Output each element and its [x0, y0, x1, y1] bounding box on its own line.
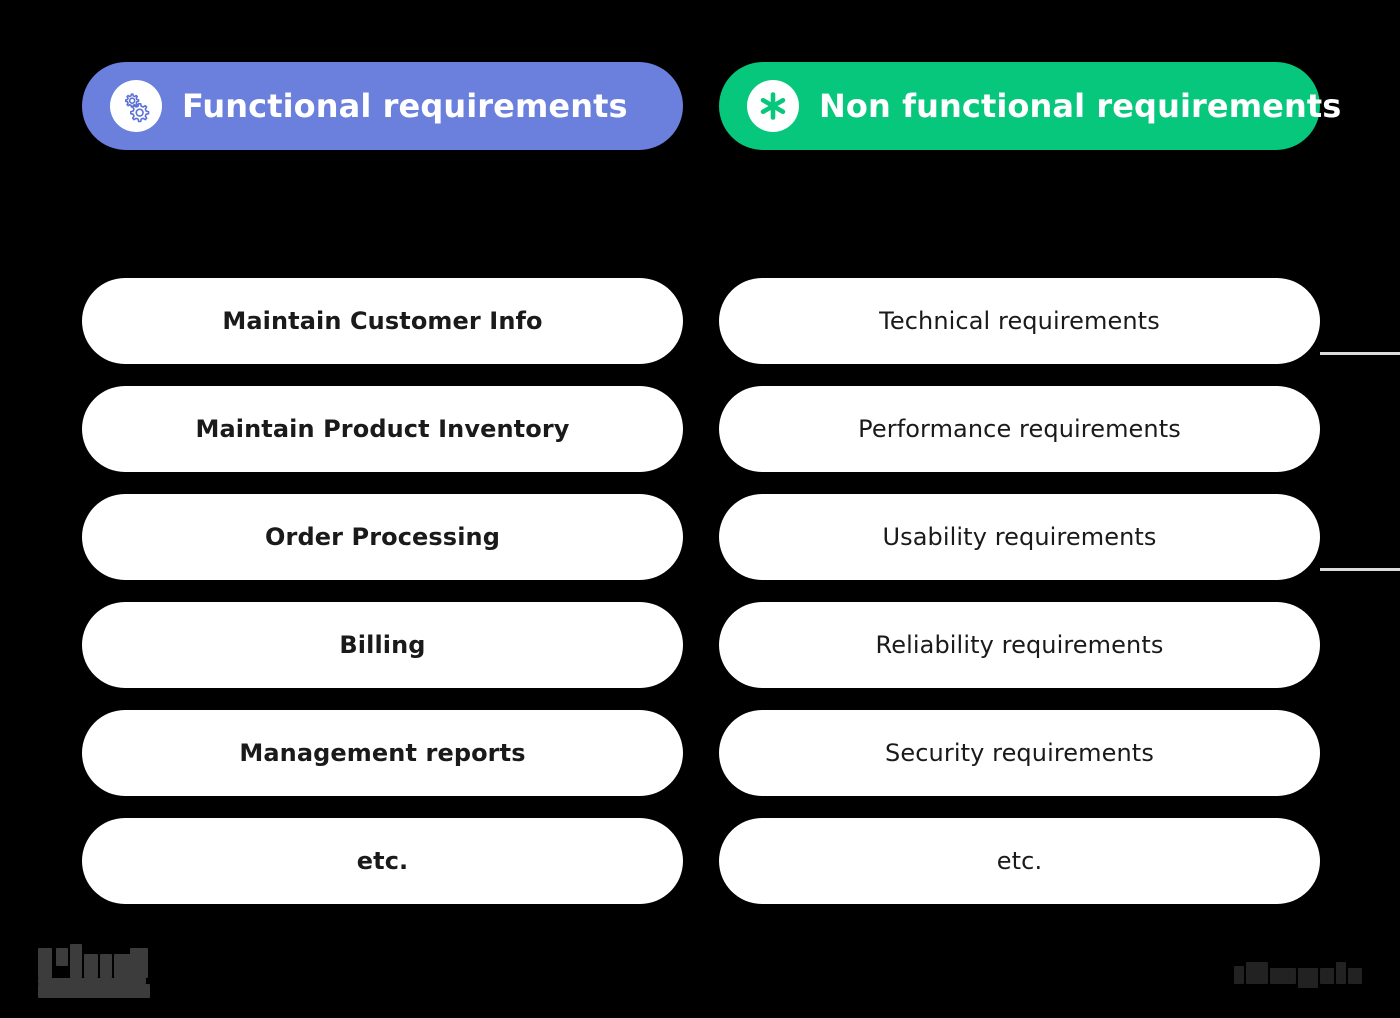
header-non-functional-requirements[interactable]: Non functional requirements [719, 62, 1341, 150]
list-item[interactable]: etc. [82, 818, 683, 904]
non-functional-requirement-list: Technical requirements Performance requi… [719, 278, 1320, 904]
list-item[interactable]: Order Processing [82, 494, 683, 580]
column-functional-requirements: Functional requirements Maintain Custome… [82, 62, 683, 904]
column-spacer [82, 150, 683, 278]
list-item-label: Management reports [239, 739, 526, 767]
list-item[interactable]: Billing [82, 602, 683, 688]
list-item[interactable]: Maintain Product Inventory [82, 386, 683, 472]
list-item-label: Billing [339, 631, 426, 659]
list-item-label: Security requirements [885, 739, 1154, 767]
list-item-label: Reliability requirements [875, 631, 1164, 659]
requirements-columns: Functional requirements Maintain Custome… [82, 62, 1341, 904]
column-non-functional-requirements: Non functional requirements Technical re… [719, 62, 1341, 904]
list-item[interactable]: Security requirements [719, 710, 1320, 796]
list-item[interactable]: Reliability requirements [719, 602, 1320, 688]
list-item-label: Maintain Product Inventory [195, 415, 570, 443]
list-item[interactable]: Maintain Customer Info [82, 278, 683, 364]
gears-icon [110, 80, 162, 132]
bottom-right-logo-mark [1234, 962, 1364, 988]
list-item-label: Technical requirements [879, 307, 1160, 335]
list-item-label: etc. [996, 847, 1043, 875]
render-artifact-strip [1320, 568, 1400, 571]
list-item-label: Usability requirements [882, 523, 1157, 551]
list-item[interactable]: etc. [719, 818, 1320, 904]
asterisk-icon [747, 80, 799, 132]
list-item-label: Order Processing [265, 523, 500, 551]
list-item-label: Maintain Customer Info [222, 307, 543, 335]
list-item[interactable]: Technical requirements [719, 278, 1320, 364]
column-spacer [719, 150, 1320, 278]
render-artifact-strip [1320, 352, 1400, 355]
header-label-functional: Functional requirements [182, 87, 628, 125]
list-item[interactable]: Usability requirements [719, 494, 1320, 580]
list-item[interactable]: Management reports [82, 710, 683, 796]
bottom-left-logo-mark [38, 944, 202, 1000]
list-item-label: etc. [356, 847, 409, 875]
list-item-label: Performance requirements [858, 415, 1181, 443]
functional-requirement-list: Maintain Customer Info Maintain Product … [82, 278, 683, 904]
list-item[interactable]: Performance requirements [719, 386, 1320, 472]
header-functional-requirements[interactable]: Functional requirements [82, 62, 683, 150]
header-label-non-functional: Non functional requirements [819, 87, 1342, 125]
